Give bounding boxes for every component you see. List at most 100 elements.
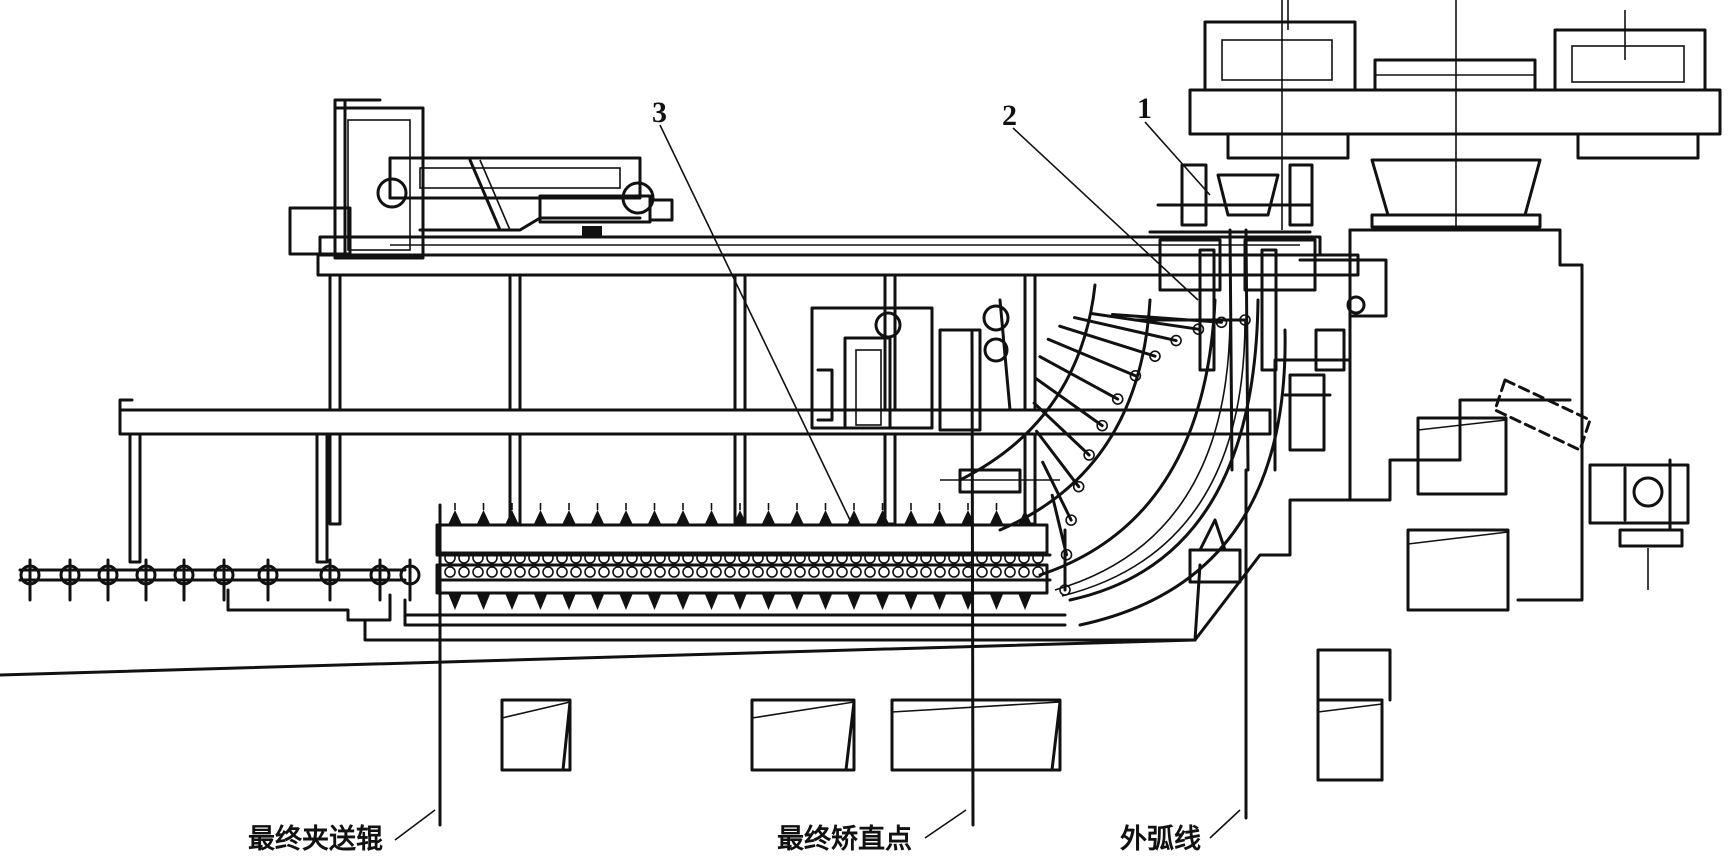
roll bbox=[1004, 552, 1016, 564]
hydraulic-cylinder bbox=[818, 593, 833, 610]
bow-roll bbox=[1215, 316, 1228, 329]
roll bbox=[976, 552, 988, 564]
bow-rolls bbox=[1032, 312, 1251, 596]
hydraulic-cylinder bbox=[790, 510, 804, 525]
runout-table bbox=[18, 558, 421, 642]
bow-segment bbox=[1110, 312, 1224, 324]
roll bbox=[934, 552, 946, 564]
foundation bbox=[0, 398, 1572, 677]
callout-2-label: 2 bbox=[1002, 99, 1017, 132]
bow-roll bbox=[1083, 449, 1095, 461]
roll bbox=[486, 552, 498, 564]
hydraulic-cylinder bbox=[676, 593, 690, 610]
hydraulic-cylinder bbox=[533, 510, 548, 525]
hydraulic-cylinder bbox=[932, 510, 947, 525]
upper-cylinder-row bbox=[448, 503, 1032, 525]
roll bbox=[780, 566, 792, 578]
roll bbox=[738, 552, 750, 564]
roll bbox=[654, 552, 666, 564]
hydraulic-cylinder bbox=[790, 593, 804, 610]
bow-segment bbox=[1058, 324, 1157, 358]
support-post bbox=[128, 432, 142, 564]
hydraulic-cylinder bbox=[904, 510, 918, 525]
hydraulic-cylinder bbox=[562, 593, 576, 610]
hydraulic-cylinder bbox=[533, 593, 548, 610]
foundation-openings bbox=[500, 416, 1510, 782]
roll bbox=[626, 566, 638, 578]
lower-cylinder-row bbox=[448, 593, 1032, 610]
roll bbox=[444, 552, 456, 564]
roll bbox=[892, 552, 904, 564]
frame-column-lower bbox=[508, 432, 522, 526]
roll bbox=[528, 552, 540, 564]
frame-column bbox=[733, 273, 747, 412]
roll bbox=[612, 552, 624, 564]
roll bbox=[794, 566, 806, 578]
hydraulic-cylinder bbox=[989, 593, 1004, 610]
hydraulic-cylinder bbox=[904, 593, 918, 610]
bow-segment bbox=[1033, 376, 1104, 428]
frame-columns bbox=[328, 273, 1037, 526]
bow-segment bbox=[1032, 401, 1091, 457]
frame-column bbox=[508, 273, 522, 412]
opening-1 bbox=[500, 698, 572, 772]
frame-column-lower bbox=[1023, 432, 1037, 526]
bow-roll bbox=[1065, 514, 1077, 526]
final-pinch-roll-label: 最终夹送辊 bbox=[248, 823, 383, 855]
bow-roll bbox=[1059, 584, 1071, 596]
ladle-turret bbox=[1188, 0, 1722, 230]
hydraulic-cylinder bbox=[448, 510, 462, 525]
roll bbox=[556, 552, 568, 564]
callout-2-leader bbox=[1012, 127, 1199, 301]
runout-rollers bbox=[19, 558, 421, 602]
hydraulic-cylinder bbox=[619, 510, 633, 525]
roll bbox=[920, 566, 932, 578]
roll bbox=[1018, 566, 1030, 578]
hydraulic-cylinder bbox=[704, 510, 719, 525]
roll bbox=[878, 552, 890, 564]
bow-roll bbox=[1129, 369, 1142, 382]
roll bbox=[906, 552, 918, 564]
roll bbox=[668, 552, 680, 564]
roll bbox=[640, 566, 652, 578]
roll bbox=[710, 552, 722, 564]
bow-roll bbox=[1149, 350, 1161, 362]
roll bbox=[724, 566, 736, 578]
support-frame bbox=[118, 235, 1360, 564]
roll bbox=[598, 566, 610, 578]
callout-1-label: 1 bbox=[1137, 92, 1152, 125]
support-post bbox=[315, 432, 329, 564]
roll bbox=[976, 566, 988, 578]
roll bbox=[570, 552, 582, 564]
bow-roll bbox=[1096, 419, 1108, 432]
hydraulic-cylinder bbox=[761, 593, 776, 610]
bow-roll bbox=[1111, 393, 1124, 405]
roll bbox=[710, 566, 722, 578]
roll bbox=[1032, 552, 1044, 564]
roll bbox=[486, 566, 498, 578]
roll bbox=[542, 566, 554, 578]
roll bbox=[444, 566, 456, 578]
roll bbox=[472, 552, 484, 564]
outer-arc-line-label: 外弧线 bbox=[1120, 824, 1201, 855]
roll bbox=[542, 552, 554, 564]
roll bbox=[948, 552, 960, 564]
opening-4 bbox=[1416, 416, 1508, 496]
hydraulic-cylinder bbox=[647, 593, 662, 610]
hydraulic-cylinder bbox=[1018, 593, 1032, 610]
roll bbox=[1004, 566, 1016, 578]
bow-segment bbox=[1041, 460, 1073, 522]
roll bbox=[864, 552, 876, 564]
roll bbox=[626, 552, 638, 564]
roll bbox=[584, 552, 596, 564]
hydraulic-cylinder bbox=[989, 510, 1004, 525]
hydraulic-cylinder bbox=[619, 593, 633, 610]
hydraulic-cylinder bbox=[476, 593, 491, 610]
roll bbox=[780, 552, 792, 564]
roll bbox=[766, 552, 778, 564]
bow-segment bbox=[1090, 312, 1200, 331]
roll bbox=[892, 566, 904, 578]
roll bbox=[822, 552, 834, 564]
horizontal-roll-line bbox=[403, 503, 1067, 627]
